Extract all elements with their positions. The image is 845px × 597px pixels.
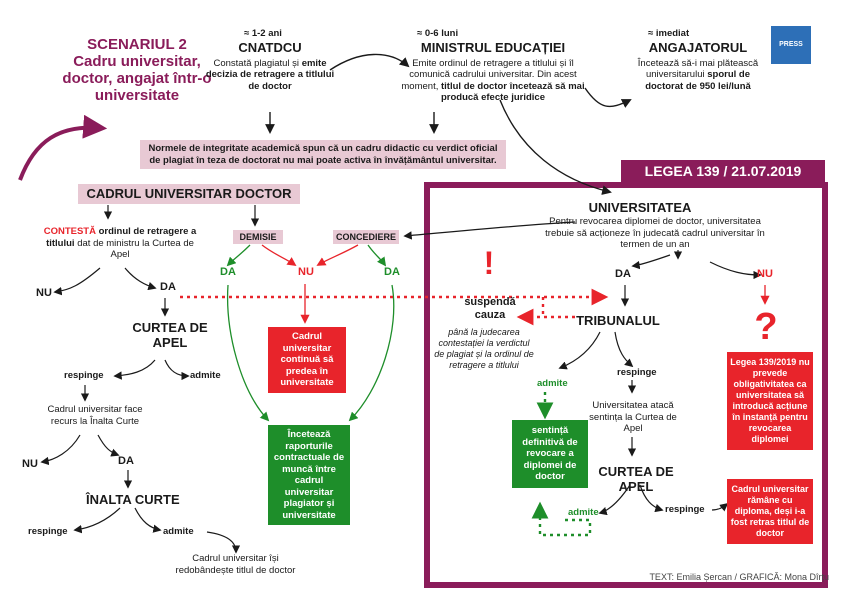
tribunal-title: TRIBUNALUL xyxy=(576,313,660,328)
concediere-box: CONCEDIERE xyxy=(333,230,399,244)
suspend-desc: până la judecarea contestației la verdic… xyxy=(434,327,534,370)
contest-text: CONTESTĂ ordinul de retragere a titlului… xyxy=(40,226,200,261)
left-recurs: Cadrul universitar face recurs la Înalta… xyxy=(47,404,143,427)
scenario-title: SCENARIUL 2 Cadru universitar, doctor, a… xyxy=(62,36,212,104)
minister-time: ≈ 0-6 luni xyxy=(417,28,459,39)
scenario-heading: SCENARIUL 2 xyxy=(87,36,187,53)
continues-teaching-box: Cadrul universitar continuă să predea în… xyxy=(268,327,346,393)
middle-da-right: DA xyxy=(384,266,400,278)
left-da: DA xyxy=(160,281,176,293)
contest-rest: dat de ministru la Curtea de Apel xyxy=(74,237,194,261)
left-nu2: NU xyxy=(22,458,38,470)
university-desc: Pentru revocarea diplomei de doctor, uni… xyxy=(545,216,765,250)
left-court-of-appeal: CURTEA DE APEL xyxy=(132,320,208,350)
employer-desc-text: Încetează să-i mai plătească universitar… xyxy=(637,57,759,81)
employer-title: ANGAJATORUL xyxy=(648,39,748,55)
cnatdcu-desc-text: Constată plagiatul și xyxy=(213,57,302,69)
minister-block: ≈ 0-6 luni MINISTRUL EDUCAȚIEI Emite ord… xyxy=(395,28,591,104)
law-admite2: admite xyxy=(568,507,599,518)
integrity-norms-box: Normele de integritate academică spun că… xyxy=(140,140,506,169)
left-admite2: admite xyxy=(163,526,194,537)
law-respinge: respinge xyxy=(617,367,657,378)
left-nu: NU xyxy=(36,287,52,299)
contest-bold: ordinul de retragere a titlului xyxy=(46,226,197,249)
middle-nu: NU xyxy=(298,266,314,278)
law-admite: admite xyxy=(537,378,568,389)
contest-red: CONTESTĂ xyxy=(43,226,96,237)
employer-desc-bold: sporul de doctorat de 950 lei/lună xyxy=(645,69,751,92)
cnatdcu-desc: Constată plagiatul și emite decizia de r… xyxy=(200,58,340,93)
employer-time: ≈ imediat xyxy=(648,28,690,39)
exclamation-icon: ! xyxy=(483,245,495,281)
minister-desc-bold: titlul de doctor încetează să mai produc… xyxy=(440,80,585,104)
university-title: UNIVERSITATEA xyxy=(588,200,692,215)
left-respinge2: respinge xyxy=(28,526,68,537)
law-nu: NU xyxy=(757,268,773,280)
minister-title: MINISTRUL EDUCAȚIEI xyxy=(420,39,566,55)
cnatdcu-title: CNATDCU xyxy=(238,39,302,55)
question-icon: ? xyxy=(754,306,778,348)
demisie-box: DEMISIE xyxy=(233,230,283,244)
law-court-of-appeal: CURTEA DE APEL xyxy=(598,464,674,494)
employer-desc: Încetează să-i mai plătească universitar… xyxy=(630,58,766,93)
minister-desc: Emite ordinul de retragere a titlului și… xyxy=(395,58,591,104)
left-da2: DA xyxy=(118,455,134,467)
left-header: CADRUL UNIVERSITAR DOCTOR xyxy=(78,184,300,204)
cnatdcu-desc-bold: emite decizia de retragere a titlului de… xyxy=(205,57,335,92)
cnatdcu-block: ≈ 1-2 ani CNATDCU Constată plagiatul și … xyxy=(200,28,340,92)
regains-title: Cadrul universitar își redobândește titl… xyxy=(175,553,296,576)
sentence-box: sentință definitivă de revocare a diplom… xyxy=(512,420,588,488)
scenario-subtitle: Cadru universitar, doctor, angajat într-… xyxy=(62,53,212,104)
suspend-title: suspendă cauza xyxy=(464,296,516,321)
keeps-diploma-box: Cadrul universitar rămâne cu diploma, de… xyxy=(727,479,813,544)
middle-da-left: DA xyxy=(220,266,236,278)
law-header-bg xyxy=(621,160,825,188)
credits: TEXT: Emilia Șercan / GRAFICĂ: Mona Dîrț… xyxy=(649,572,829,582)
press-one-logo: PRESS ONE xyxy=(771,26,811,86)
minister-desc-text: Emite ordinul de retragere a titlului și… xyxy=(401,57,577,92)
left-respinge: respinge xyxy=(64,370,104,381)
left-admite: admite xyxy=(190,370,221,381)
contract-ends-box: Încetează raporturile contractuale de mu… xyxy=(268,425,350,525)
law-da: DA xyxy=(615,268,631,280)
employer-block: ≈ imediat ANGAJATORUL Încetează să-i mai… xyxy=(630,28,766,92)
law-header: LEGEA 139 / 21.07.2019 xyxy=(644,163,802,179)
university-appeals: Universitatea atacă sentința la Curtea d… xyxy=(589,400,677,434)
law-note-box: Legea 139/2019 nu prevede obligativitate… xyxy=(727,352,813,450)
cnatdcu-time: ≈ 1-2 ani xyxy=(244,28,282,39)
law-respinge2: respinge xyxy=(665,504,705,515)
high-court: ÎNALTA CURTE xyxy=(86,492,180,507)
